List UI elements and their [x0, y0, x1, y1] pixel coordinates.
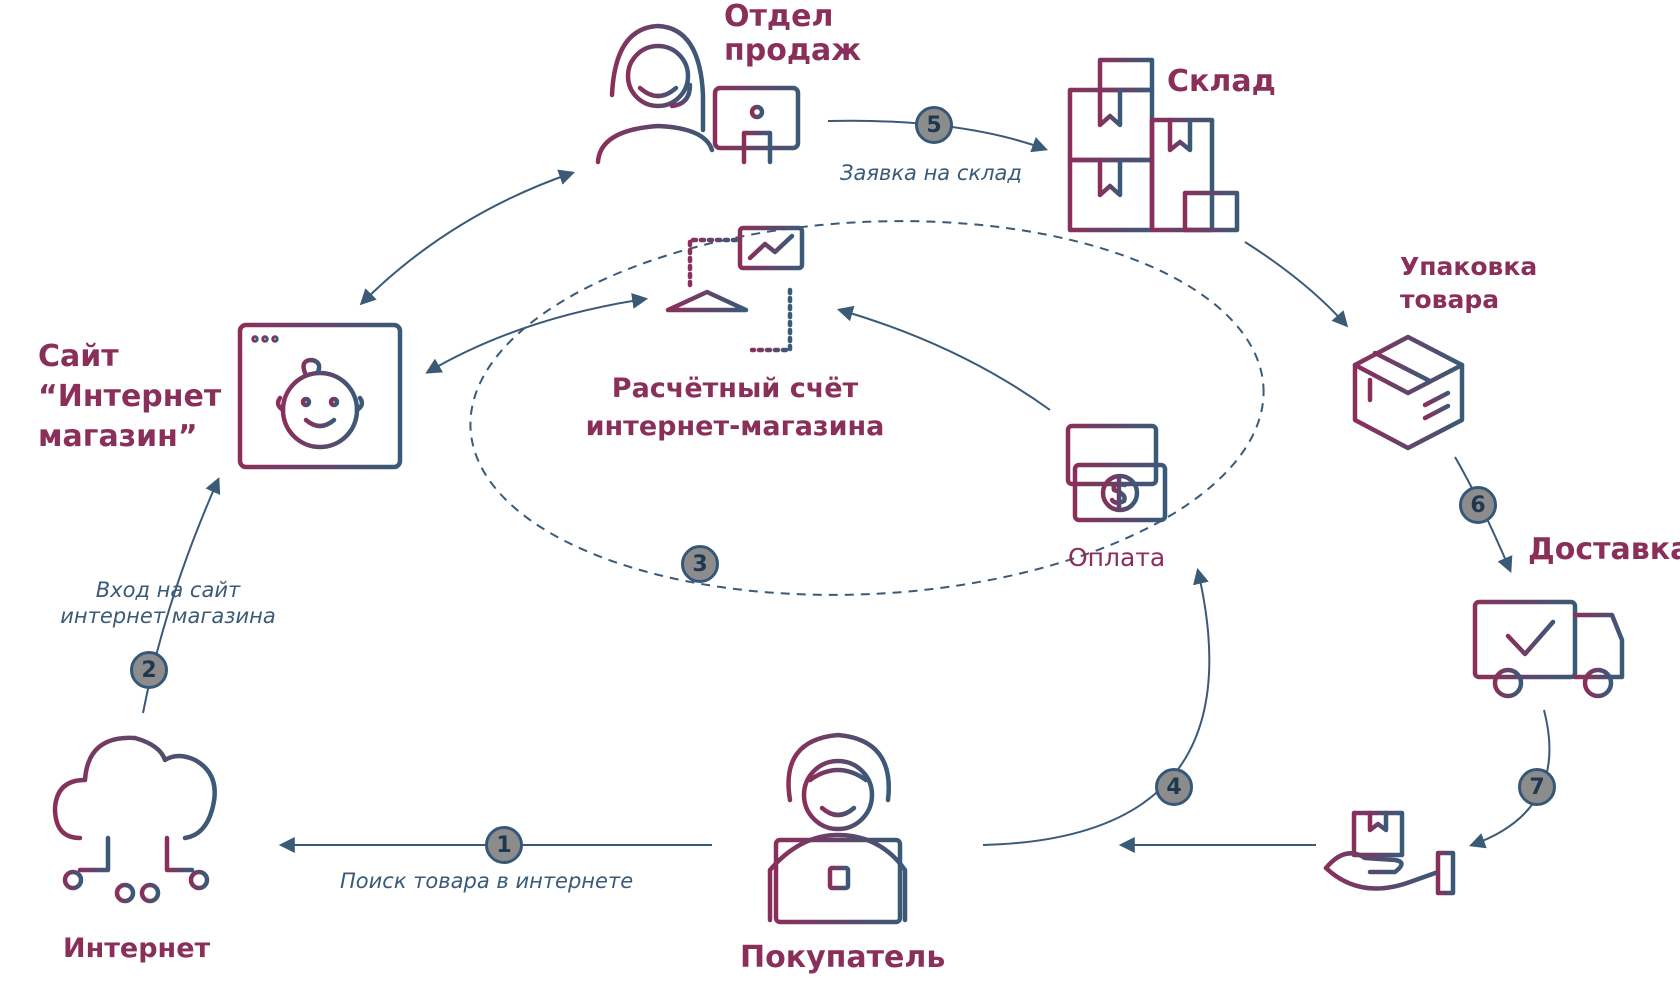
- step-badge-1: 1: [485, 826, 523, 864]
- step-badge-5: 5: [915, 106, 953, 144]
- package-box-icon: [1352, 334, 1465, 451]
- cloud-network-icon: [52, 735, 217, 904]
- step-badge-3: 3: [681, 545, 719, 583]
- bank-building-icon: [661, 225, 805, 357]
- payment-cards-icon: [1065, 423, 1168, 523]
- hand-package-icon: [1323, 810, 1456, 896]
- label-packing: Упаковка товара: [1400, 252, 1538, 314]
- payment-loop-ellipse: [469, 220, 1265, 596]
- step-badge-4: 4: [1155, 768, 1193, 806]
- step-badge-7: 7: [1518, 768, 1556, 806]
- label-buyer: Покупатель: [740, 940, 946, 975]
- caption-warehouse-request: Заявка на склад: [840, 161, 1022, 185]
- label-payment: Оплата: [1068, 543, 1166, 572]
- step-badge-6: 6: [1459, 486, 1497, 524]
- website-baby-icon: [237, 322, 403, 470]
- caption-product-search: Поиск товара в интернете: [340, 869, 634, 893]
- caption-site-login: Вход на сайт интернет магазина: [60, 578, 276, 628]
- label-warehouse: Склад: [1167, 64, 1276, 99]
- step-badge-2: 2: [130, 651, 168, 689]
- label-sales-department: Отдел продаж: [724, 0, 862, 68]
- arrow-warehouse-packing: [1244, 241, 1349, 328]
- arrow-site-bank: [425, 293, 649, 374]
- delivery-truck-icon: [1459, 599, 1625, 699]
- warehouse-boxes-icon: [1067, 57, 1240, 233]
- arrow-site-sales: [359, 169, 576, 306]
- label-internet: Интернет: [63, 933, 211, 964]
- label-bank-account: Расчётный счёт интернет-магазина: [585, 373, 885, 442]
- operator-icon: [595, 23, 803, 165]
- user-laptop-icon: [757, 732, 918, 929]
- arrow-payment-bank: [836, 305, 1051, 411]
- label-delivery: Доставка: [1528, 532, 1680, 567]
- label-website: Сайт “Интернет магазин”: [38, 339, 222, 454]
